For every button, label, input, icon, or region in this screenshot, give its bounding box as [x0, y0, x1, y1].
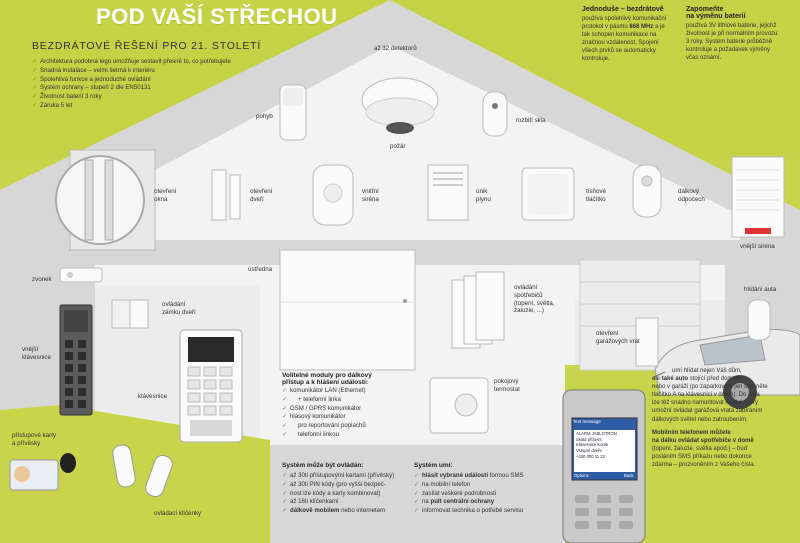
module-item: GSM / GPRS komunikátor: [282, 405, 432, 414]
label-motion: pohyb: [256, 113, 273, 120]
control-item: dálkově mobilem nebo internetem: [282, 507, 410, 516]
lock-control: [111, 299, 149, 329]
label-glass: rozbití skla: [516, 117, 546, 124]
panic-button: [521, 167, 575, 221]
info-battery-title-2: na výměnu baterií: [686, 13, 746, 20]
interior-keypad: [179, 329, 243, 443]
feature-item: Systém ochrany – stupeň 2 dle EN50131: [32, 84, 262, 93]
phone-screen-header: Text message: [573, 419, 601, 424]
glass-break-detector: [482, 91, 508, 137]
modules-block: Volitelné moduly pro dálkový přístup a k…: [282, 372, 432, 440]
feature-item: Architektura podobná lego umožňuje sesta…: [32, 58, 262, 67]
system-item: zasílat veškeré podrobnosti: [414, 490, 559, 499]
system-item: hlásit vybrané události formou SMS: [414, 472, 559, 481]
label-central: ústředna: [248, 266, 273, 273]
info-wireless: Jednoduše – bezdrátově používá spolehliv…: [582, 6, 674, 64]
label-car: hlídání auta: [744, 286, 777, 293]
info-wireless-title: Jednoduše – bezdrátově: [582, 6, 664, 13]
module-item: pro reportování poplachů: [282, 422, 432, 431]
label-detectors: až 32 detektorů: [374, 45, 417, 52]
motion-detector: [279, 84, 307, 141]
control-item: až 30ti PIN kódy (pro vyšší bezpeč-: [282, 481, 410, 490]
access-card: [9, 453, 76, 491]
mobile-phone: [562, 389, 646, 543]
phone-message: ALARM JABLOTRON Sklad přízemí Klávesnice…: [576, 431, 617, 459]
system-item: informovat technika o potřebě servisu: [414, 507, 559, 516]
key-fobs: [112, 444, 173, 498]
garage-sensor: [635, 317, 659, 367]
exterior-keypad: [59, 304, 93, 416]
control-title: Systém může být ovládán:: [282, 462, 364, 469]
module-item: hlasový komunikátor: [282, 413, 432, 422]
info-battery: Zapomeňte na výměnu baterií používá 3V l…: [686, 6, 778, 62]
control-item: nost lze kódy a karty kombinovat): [282, 490, 410, 499]
label-fire: požár: [390, 143, 406, 150]
car-sensor: [747, 299, 771, 341]
thermostat: [429, 377, 489, 434]
label-keyfobs: ovládací klíčenky: [154, 510, 202, 517]
gas-detector: [427, 164, 469, 221]
feature-item: Životnost baterií 3 roky: [32, 93, 262, 102]
info-battery-text: používá 3V lithiové baterie, jejichž živ…: [686, 23, 778, 62]
modules-title-2: přístup a k hlášení událostí:: [282, 379, 368, 386]
page-subtitle: BEZDRÁTOVÉ ŘEŠENÍ PRO 21. STOLETÍ: [32, 40, 262, 52]
doorbell: [59, 267, 103, 283]
label-outdoor-siren: vnější siréna: [740, 243, 775, 250]
control-item: až 16ti klíčenkami: [282, 498, 410, 507]
info-battery-title: Zapomeňte: [686, 6, 724, 13]
info-wireless-text: používá spolehlivý komunikační protokol …: [582, 16, 667, 63]
phone-back-key: Back: [624, 473, 634, 478]
label-keypad: klávesnice: [138, 393, 167, 400]
module-item: + telefonní linka: [282, 396, 432, 405]
phone-options-key: Options: [574, 473, 589, 478]
feature-list: Architektura podobná lego umožňuje sesta…: [32, 58, 262, 111]
system-item: na mobilní telefon: [414, 481, 559, 490]
indoor-siren: [312, 164, 354, 226]
feature-item: Spolehlivá funkce a jednoduché ovládání: [32, 76, 262, 85]
door-contact: [211, 169, 241, 221]
system-block: Systém umí: hlásit vybrané události form…: [414, 462, 559, 516]
control-item: až 30ti přístupovými kartami (přívěsky): [282, 472, 410, 481]
fire-detector: [361, 77, 439, 134]
remote-reader: [632, 164, 662, 218]
appliance-modules: [451, 271, 505, 349]
window-frame: [55, 149, 156, 251]
outdoor-siren: [731, 156, 785, 238]
control-block: Systém může být ovládán: až 30ti přístup…: [282, 462, 410, 516]
feature-item: Snadná instalace – velmi šetrná k interi…: [32, 67, 262, 76]
label-doorbell: zvonek: [32, 276, 52, 283]
mobile-text: umí hlídat nejen Váš dům, ale také auto …: [652, 368, 768, 469]
system-item: na pult centrální ochrany: [414, 498, 559, 507]
page-title: POD VAŠÍ STŘECHOU: [96, 4, 338, 29]
system-title: Systém umí:: [414, 462, 453, 469]
module-item: telefonní linkou: [282, 431, 432, 440]
module-item: komunikátor LAN (Ethernet): [282, 387, 432, 396]
central-unit: [279, 249, 416, 371]
modules-title: Volitelné moduly pro dálkový: [282, 372, 372, 379]
feature-item: Záruka 5 let: [32, 102, 262, 111]
